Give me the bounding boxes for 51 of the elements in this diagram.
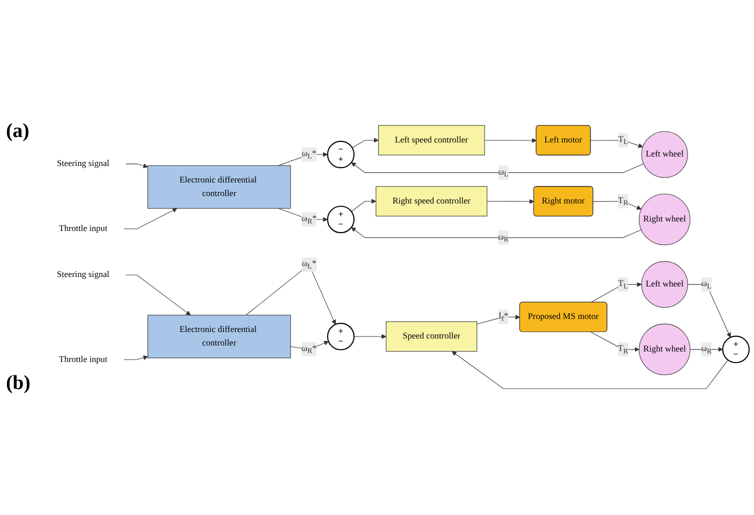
edge-label: ω$_{L}$ <box>702 279 712 290</box>
arrow <box>591 332 640 352</box>
edge-label: T$_{L}$ <box>618 135 628 146</box>
node-box: Electronic differential controller <box>148 166 292 210</box>
node-circle: − + <box>328 141 356 169</box>
arrow <box>591 282 642 304</box>
arrow <box>124 356 148 361</box>
arrow <box>352 228 642 238</box>
node-text: Throttle input <box>59 355 108 364</box>
edge-label: ω$_{R}$ <box>702 344 712 356</box>
arrow <box>126 275 192 316</box>
node-text: Throttle input <box>59 224 108 234</box>
edge-label: ω$_{L}$* <box>302 149 317 161</box>
arrow <box>278 152 328 166</box>
node-box: Speed controller <box>386 322 478 352</box>
edge-label: ω$_{L}$* <box>302 260 317 271</box>
edge-label: ω$_{L}$ <box>498 168 509 179</box>
edge-label: ω$_{R}$ <box>498 232 510 244</box>
node-circle: Left wheel <box>642 132 688 178</box>
node-box: Right speed controller <box>376 186 488 217</box>
arrow <box>126 164 148 169</box>
node-circle: + − <box>722 336 750 364</box>
arrow <box>477 315 521 325</box>
arrow <box>484 138 538 144</box>
arrow <box>590 140 644 148</box>
node-text: Steering signal <box>57 270 110 280</box>
node-text: Steering signal <box>57 159 110 169</box>
edge-label: T$_{R}$ <box>618 196 629 208</box>
edge-label: T$_{R}$ <box>618 344 629 356</box>
arrow <box>452 352 729 390</box>
edge-label: T$_{L}$ <box>618 279 628 290</box>
node-box: Electronic differential controller <box>148 315 292 359</box>
node-circle: Right wheel <box>639 324 691 376</box>
node-circle: + − <box>328 323 356 351</box>
arrow <box>352 162 644 174</box>
panel-label: (b) <box>6 372 30 395</box>
edge-label: ω$_{R}$* <box>302 214 318 226</box>
arrow <box>593 201 642 210</box>
arrow <box>354 334 387 340</box>
arrow <box>124 208 178 230</box>
node-box: Left speed controller <box>378 126 486 156</box>
arrow <box>688 284 732 338</box>
panel-label: (a) <box>6 120 30 144</box>
node-circle: Right wheel <box>639 194 691 246</box>
arrow <box>352 138 380 149</box>
node-circle: + − <box>328 206 356 234</box>
node-circle: Left wheel <box>642 262 688 308</box>
edge-label: ω$_{R}$* <box>302 344 318 356</box>
arrow <box>487 200 535 204</box>
arrow <box>352 199 377 212</box>
edge-label: I$_{f}$* <box>498 312 509 323</box>
